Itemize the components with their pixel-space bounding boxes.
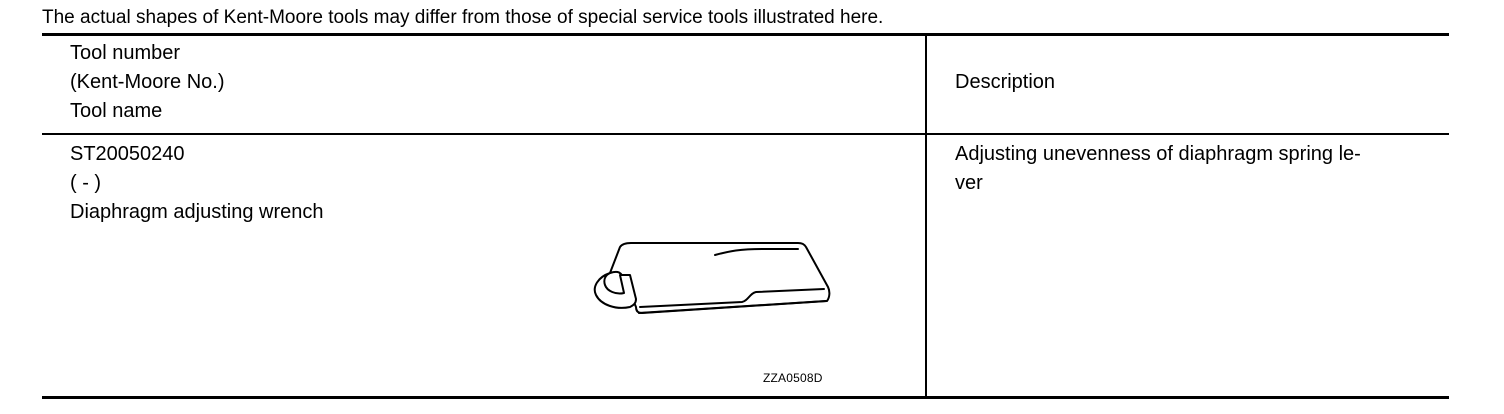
diaphragm-adjusting-wrench-icon — [593, 242, 831, 314]
table-top-rule — [42, 33, 1449, 36]
wrench-top-ridge — [714, 248, 799, 256]
tool-cell: ST20050240 ( - ) Diaphragm adjusting wre… — [70, 140, 323, 227]
table-header-description-cell: Description — [955, 68, 1055, 97]
header-tool-number: Tool number — [70, 42, 181, 64]
kent-moore-number: ( - ) — [70, 172, 102, 194]
description-cell: Adjusting unevenness of diaphragm spring… — [955, 140, 1435, 198]
header-tool-name: Tool name — [70, 100, 163, 122]
wrench-hook — [593, 272, 637, 309]
page-note: The actual shapes of Kent-Moore tools ma… — [42, 7, 884, 28]
tool-name: Diaphragm adjusting wrench — [70, 201, 324, 223]
wrench-bevel — [639, 288, 825, 308]
figure-code: ZZA0508D — [763, 371, 823, 385]
tool-description-line-1: Adjusting unevenness of diaphragm spring… — [955, 143, 1361, 165]
tool-number: ST20050240 — [70, 143, 185, 165]
table-bottom-rule — [42, 396, 1449, 399]
table-header-divider — [42, 133, 1449, 135]
column-divider — [925, 35, 927, 397]
header-kent-moore-no: (Kent-Moore No.) — [70, 71, 225, 93]
wrench-edge — [638, 300, 827, 314]
tool-description-line-2: ver — [955, 172, 983, 194]
table-header-tool-cell: Tool number (Kent-Moore No.) Tool name — [70, 39, 225, 126]
header-description: Description — [955, 71, 1056, 93]
